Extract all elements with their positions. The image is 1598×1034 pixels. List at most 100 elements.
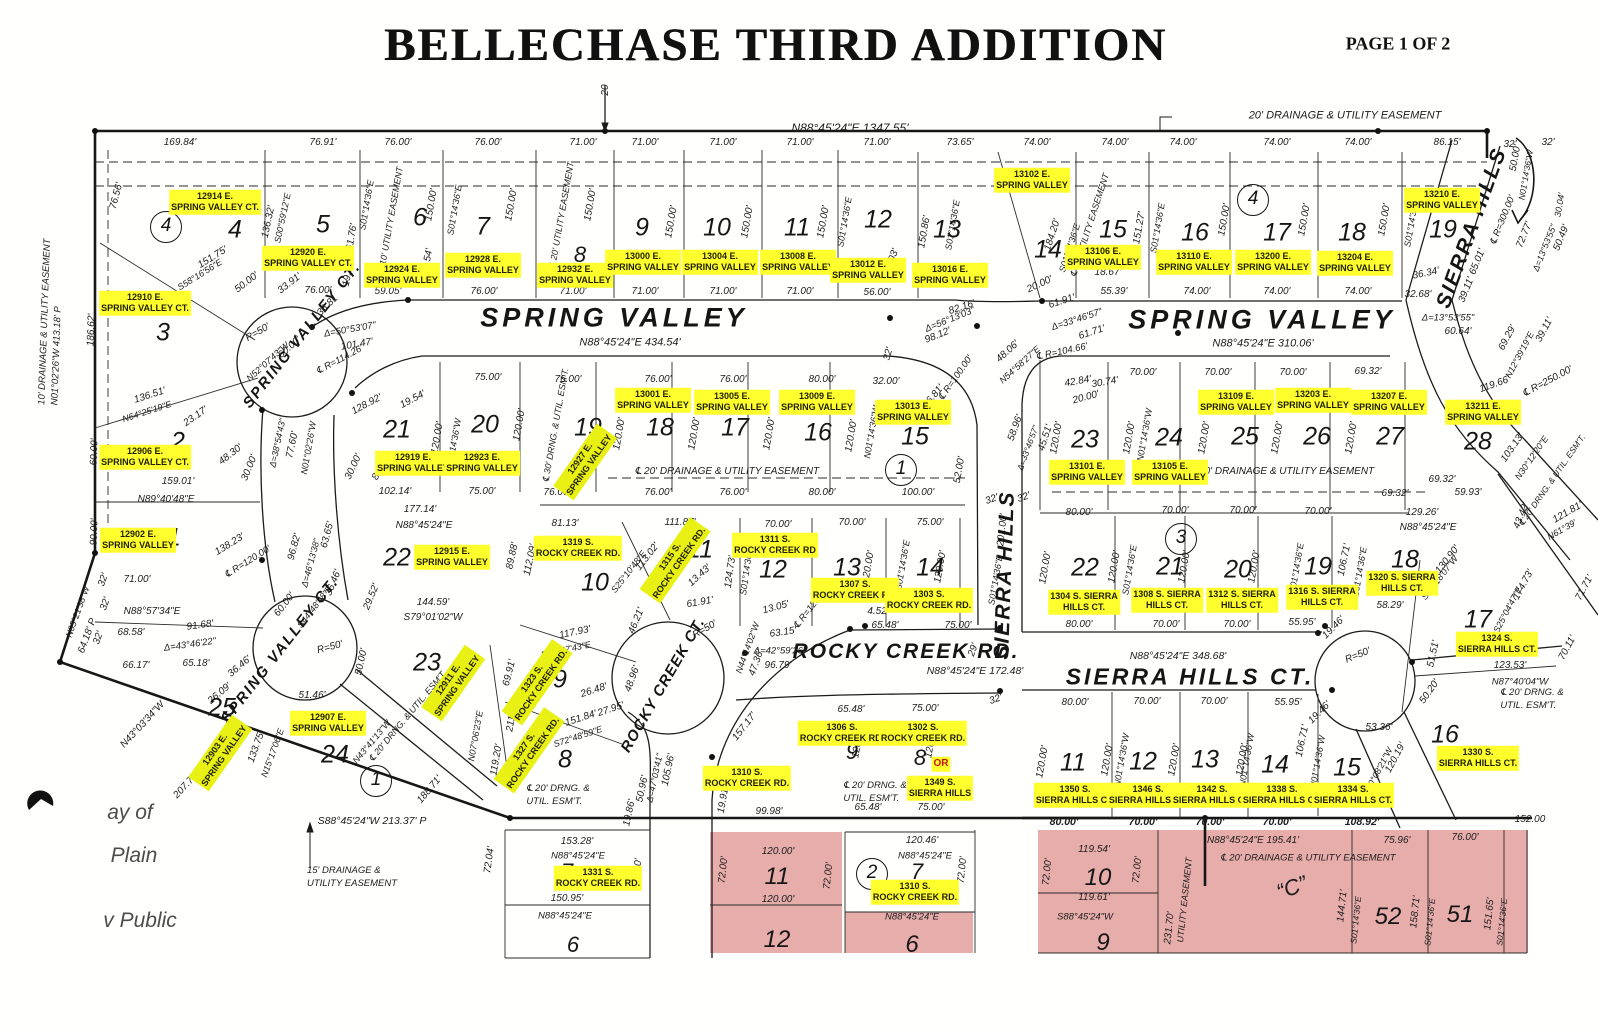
easement-note: 10' DRAINAGE & UTILITY EASEMENT N01°02'2… [36,238,64,406]
dimension-label: S01°14'36"E [1494,897,1510,947]
dimension-label: S01°14'36"E [835,196,854,248]
address-label: 1330 S. SIERRA HILLS CT. [1436,745,1520,771]
dimension-label: 50.20' [1417,677,1442,706]
dimension-label: 150.00' [1296,202,1313,237]
lot-number: 9 [845,739,859,764]
dimension-label: 58.29' [1376,600,1404,611]
block-number-circle: 1 [360,765,392,797]
dimension-label: N88°45'24"E [885,911,939,923]
dimension-label: 59.93' [1454,487,1482,498]
lot-number: 4 [228,215,242,244]
lot-number: 6 [566,932,580,957]
lot-number: 8 [913,745,927,770]
lot-number: 10 [703,213,731,242]
address-label: 12928 E. SPRING VALLEY [445,252,521,278]
dimension-label: S01°14'36"E [357,179,376,231]
address-label: 1310 S. ROCKY CREEK RD. [702,765,792,791]
dimension-label: S79°01'02"W [403,612,463,623]
dimension-label: 144.59' [416,597,450,608]
lot-number: 6 [413,203,427,232]
dimension-label: 70.11' [1556,633,1579,662]
dimension-label: 48.96' [622,664,643,694]
dimension-label: 32' [98,595,113,612]
block-number-circle: 1 [885,454,917,486]
margin-text: v Public [103,909,177,932]
block-number-circle: 4 [150,211,182,243]
lot-number: 8 [558,745,572,774]
dimension-label: 65.48' [871,620,899,631]
address-label: 13005 E. SPRING VALLEY [694,389,770,415]
dimension-label: 55.95' [1288,617,1316,628]
dimension-label: 129.26' [1405,507,1439,518]
lot-number: 16 [1181,218,1209,247]
dimension-label: S01°14'36"E [1348,895,1364,945]
dimension-label: 71.00' [863,137,891,148]
dimension-label: ℄ 10' UTILITY EASEMENT [376,165,405,274]
easement-note: ℄ 20' DRNG. & UTIL. ESM'T. [843,780,907,804]
dimension-label: 188.71' [414,773,445,806]
lot-number: 19 [1304,552,1332,581]
dimension-label: 100.00' [901,487,935,498]
dimension-label: 50.00' [353,647,370,677]
margin-text: Plain [110,844,158,867]
dimension-label: Δ=43°46'22" [163,635,217,654]
dimension-label: 70.00' [1152,619,1180,630]
dimension-label: 96.79' [764,660,792,671]
lot-number: 51 [1446,901,1474,928]
dimension-label: 19.46' [1306,699,1334,727]
dimension-label: Δ=13°53'55" [1421,312,1475,324]
dimension-label: S88°45'24"W 213.37' P [317,814,427,827]
lot-number: 11 [1060,748,1086,777]
dimension-label: 102.14' [378,486,412,497]
dimension-label: 69.32' [1428,474,1456,485]
address-label: 1334 S. SIERRA HILLS CT. [1311,782,1395,808]
lot-number: 12 [864,205,892,234]
dimension-label: 75.00' [468,486,496,497]
address-label: 13001 E. SPRING VALLEY [615,387,691,413]
address-label: 1320 S. SIERRA HILLS CT. [1366,570,1438,596]
dimension-label: ℄ 20' UTILITY EASEMENT [547,160,576,269]
dimension-label: 63.65' [318,520,337,550]
dimension-label: 23.17' [181,404,210,429]
dimension-label: 53.36' [1365,722,1393,733]
dimension-label: 120.00' [761,846,795,857]
address-label: 13102 E. SPRING VALLEY [994,167,1070,193]
dimension-label: UTILITY EASEMENT [1175,856,1194,943]
dimension-label: 120.00' [1196,420,1213,455]
address-label: 13009 E. SPRING VALLEY [779,389,855,415]
dimension-label: 75.00' [944,620,972,631]
dimension-label: 72.04' [482,845,497,875]
dimension-label: 71.00' [709,137,737,148]
dimension-label: 106.71' [1293,723,1312,758]
dimension-label: N64°25'19"E [121,398,173,425]
lot-number: 23 [413,648,441,677]
easement-note: ℄ 20' DRNG. & UTIL. ESM'T. [526,783,590,807]
dimension-label: ℄ R=104.66' [1035,340,1089,363]
dimension-label: N88°45'24"E 1347.55' [791,121,909,135]
dimension-label: 74.00' [1344,286,1372,297]
dimension-label: 158.71' [1408,895,1423,929]
road-edges [236,85,1598,958]
dimension-label: 90.00' [88,518,101,546]
lot-number: 20 [471,410,499,439]
dimension-label: 33.91' [275,270,304,297]
dimension-label: ℄ R=100.00' [936,353,976,403]
dimension-label: 76.00' [304,285,332,296]
dimension-label: 81.13' [551,518,579,529]
address-label: 13012 E. SPRING VALLEY [830,257,906,283]
lot-number: 25 [1231,422,1259,451]
dimension-label: 13.05' [761,598,791,617]
dimension-label: ℄ R=114.26' [314,342,366,377]
dimension-label: 27.95' [596,700,626,719]
pink-parcel-highlight [1038,830,1528,953]
dimension-label: 51.51' [1425,639,1442,669]
dimension-label: N01°14'36"W [1134,407,1155,463]
address-label: 1324 S. SIERRA HILLS CT. [1455,631,1539,657]
dimension-label: 157.17' [730,710,759,743]
dimension-label: 65.18' [182,658,210,669]
address-label: 13101 E. SPRING VALLEY [1049,459,1125,485]
dimension-label: N88°45'24"E 348.68' [1129,649,1227,662]
lot-number: 18 [1391,545,1419,574]
dimension-label: 30.00' [342,452,365,482]
